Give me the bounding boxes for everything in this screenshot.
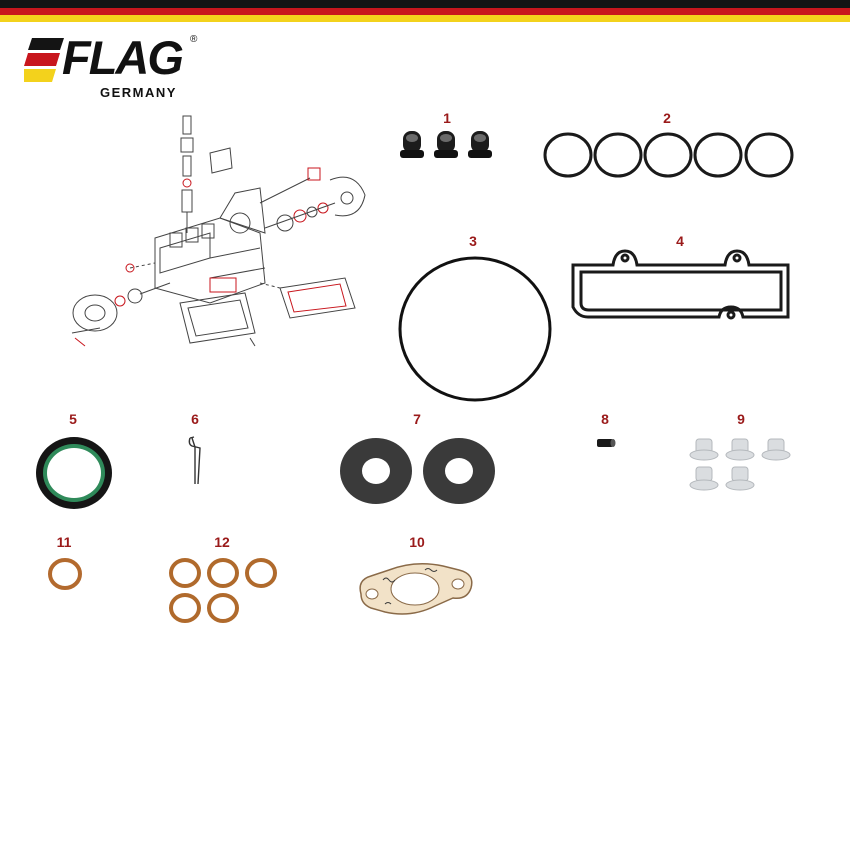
part-number-2: 2 xyxy=(663,110,671,126)
copper-washers-icon xyxy=(169,558,277,623)
spring-clip-icon xyxy=(188,436,201,485)
part-number-1: 1 xyxy=(443,110,451,126)
plastic-bushings-icon xyxy=(689,438,791,491)
brand-country: GERMANY xyxy=(100,85,177,100)
logo-flag-icon xyxy=(24,38,64,82)
flag-stripe xyxy=(0,0,850,22)
part-number-5: 5 xyxy=(69,411,77,427)
cover-gasket-icon xyxy=(571,249,790,320)
rubber-washers-icon xyxy=(340,438,495,504)
valve-seal-caps-icon xyxy=(400,131,492,158)
flag-stripe-red xyxy=(0,8,850,15)
part-number-7: 7 xyxy=(413,411,421,427)
flag-stripe-black xyxy=(0,0,850,8)
brand-logo: FLAG ® GERMANY xyxy=(24,32,204,102)
part-number-10: 10 xyxy=(409,534,425,550)
registered-mark: ® xyxy=(190,34,198,45)
part-number-9: 9 xyxy=(737,411,745,427)
part-number-3: 3 xyxy=(469,233,477,249)
part-number-12: 12 xyxy=(214,534,230,550)
o-rings-icon xyxy=(543,132,794,178)
part-number-6: 6 xyxy=(191,411,199,427)
shaft-seal-icon xyxy=(36,437,112,509)
part-number-4: 4 xyxy=(676,233,684,249)
paper-gasket-icon xyxy=(359,563,473,615)
large-o-ring-icon xyxy=(398,256,552,402)
roll-pin-icon xyxy=(597,439,616,447)
injection-pump-diagram-icon xyxy=(71,115,366,347)
brand-name: FLAG xyxy=(62,31,184,84)
copper-washer-icon xyxy=(48,558,82,590)
flag-stripe-gold xyxy=(0,15,850,22)
part-number-11: 11 xyxy=(56,534,72,550)
part-number-8: 8 xyxy=(601,411,609,427)
